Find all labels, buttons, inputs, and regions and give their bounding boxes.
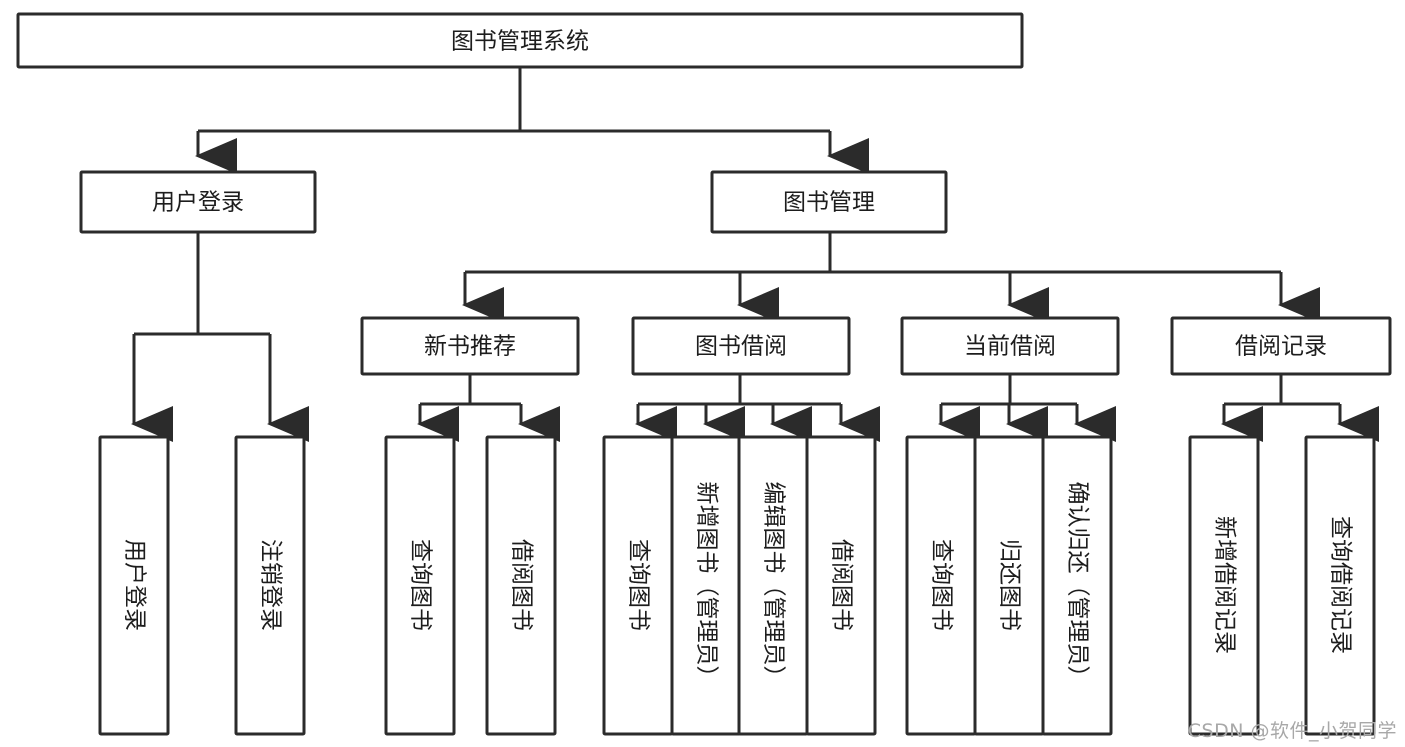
node-user-login-box[interactable]	[79, 170, 317, 234]
node-book-manage-label: 图书管理	[783, 190, 875, 216]
leaf-user-login-1[interactable]: 注销登录	[234, 435, 306, 736]
node-user-login[interactable]: 用户登录	[79, 170, 317, 234]
node-borrow-record-box[interactable]	[1170, 316, 1392, 376]
leaf-book-borrow-3-label: 借阅图书	[829, 539, 855, 631]
node-book-borrow[interactable]: 图书借阅	[631, 316, 851, 376]
leaf-borrow-record-0[interactable]: 新增借阅记录	[1188, 435, 1260, 736]
node-book-manage-box[interactable]	[710, 170, 948, 234]
leaf-book-borrow-2[interactable]: 编辑图书（管理员）	[737, 435, 809, 736]
leaf-user-login-0-box[interactable]	[98, 435, 170, 736]
leaf-current-borrow-2-box[interactable]	[1041, 435, 1113, 736]
leaf-book-borrow-0-label: 查询图书	[626, 539, 652, 631]
leaf-new-book-0-label: 查询图书	[408, 539, 434, 631]
leaf-borrow-record-1-label: 查询借阅记录	[1328, 516, 1354, 654]
node-book-borrow-label: 图书借阅	[695, 334, 787, 360]
node-book-manage[interactable]: 图书管理	[710, 170, 948, 234]
leaf-current-borrow-1[interactable]: 归还图书	[973, 435, 1045, 736]
node-borrow-record[interactable]: 借阅记录	[1170, 316, 1392, 376]
leaf-borrow-record-0-label: 新增借阅记录	[1212, 516, 1238, 654]
node-current-borrow[interactable]: 当前借阅	[900, 316, 1120, 376]
node-root-box[interactable]	[16, 12, 1024, 69]
node-book-borrow-box[interactable]	[631, 316, 851, 376]
leaf-current-borrow-0[interactable]: 查询图书	[905, 435, 977, 736]
leaf-new-book-1-label: 借阅图书	[509, 539, 535, 631]
leaf-current-borrow-2-label: 确认归还（管理员）	[1065, 482, 1091, 689]
leaf-book-borrow-3[interactable]: 借阅图书	[805, 435, 877, 736]
leaf-new-book-1-box[interactable]	[485, 435, 557, 736]
leaf-book-borrow-2-label: 编辑图书（管理员）	[761, 482, 787, 689]
node-new-book[interactable]: 新书推荐	[360, 316, 580, 376]
leaf-book-borrow-0[interactable]: 查询图书	[602, 435, 674, 736]
node-current-borrow-box[interactable]	[900, 316, 1120, 376]
node-user-login-label: 用户登录	[152, 190, 244, 216]
leaf-book-borrow-1[interactable]: 新增图书（管理员）	[670, 435, 742, 736]
leaf-new-book-0-box[interactable]	[384, 435, 456, 736]
leaf-current-borrow-0-label: 查询图书	[929, 539, 955, 631]
leaf-borrow-record-0-box[interactable]	[1188, 435, 1260, 736]
leaf-user-login-0-label: 用户登录	[122, 539, 148, 631]
node-borrow-record-label: 借阅记录	[1235, 334, 1327, 360]
leaf-user-login-1-label: 注销登录	[258, 539, 284, 631]
leaf-borrow-record-1-box[interactable]	[1304, 435, 1376, 736]
leaf-user-login-0[interactable]: 用户登录	[98, 435, 170, 736]
leaf-new-book-1[interactable]: 借阅图书	[485, 435, 557, 736]
csdn-watermark: CSDN @软件_小贺同学	[1187, 720, 1397, 742]
leaf-new-book-0[interactable]: 查询图书	[384, 435, 456, 736]
connector-layer	[131, 67, 1379, 442]
node-root-label: 图书管理系统	[451, 29, 589, 55]
leaf-current-borrow-2[interactable]: 确认归还（管理员）	[1041, 435, 1113, 736]
node-new-book-box[interactable]	[360, 316, 580, 376]
node-root[interactable]: 图书管理系统	[16, 12, 1024, 69]
node-new-book-label: 新书推荐	[424, 334, 516, 360]
node-current-borrow-label: 当前借阅	[964, 334, 1056, 360]
leaf-borrow-record-1[interactable]: 查询借阅记录	[1304, 435, 1376, 736]
leaf-book-borrow-3-box[interactable]	[805, 435, 877, 736]
leaf-current-borrow-1-label: 归还图书	[997, 539, 1023, 631]
leaf-book-borrow-1-label: 新增图书（管理员）	[694, 482, 720, 689]
leaf-user-login-1-box[interactable]	[234, 435, 306, 736]
